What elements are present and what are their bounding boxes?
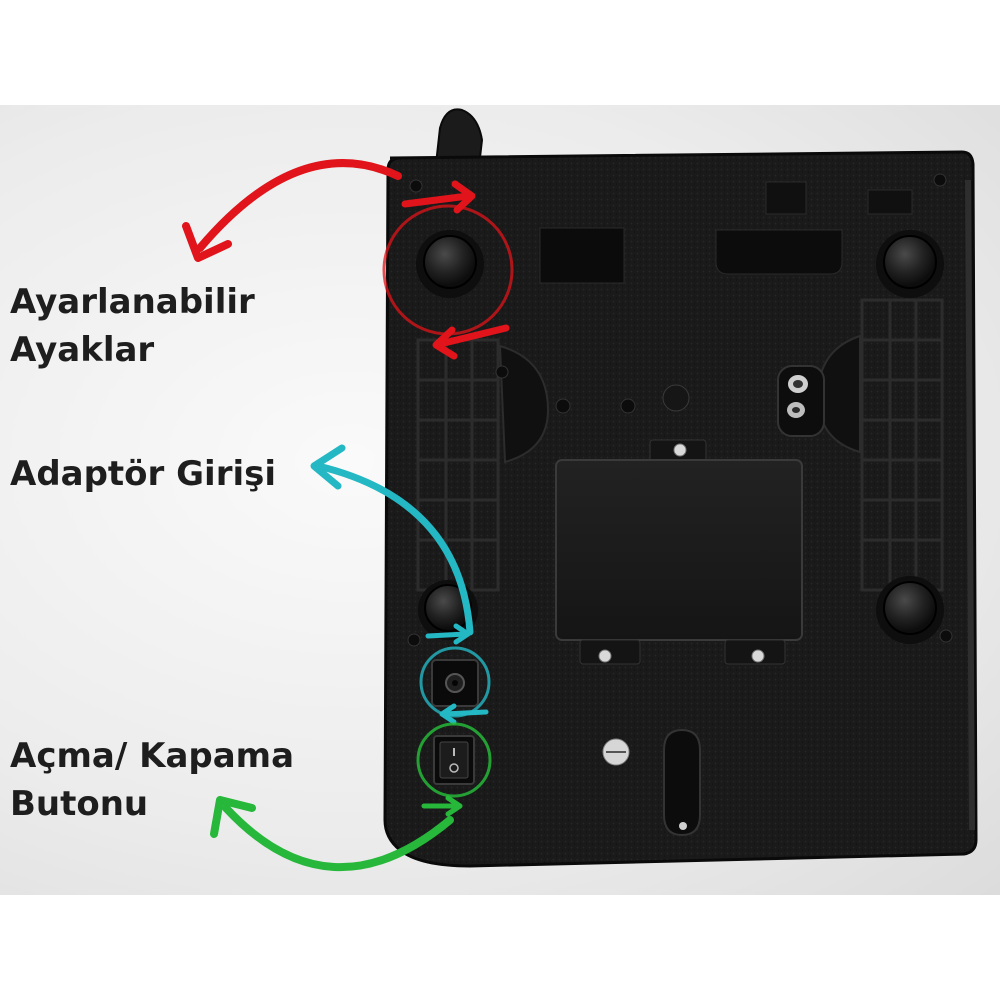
adjustable-feet-label-line2: Ayaklar (10, 330, 155, 370)
power-button-label-line2: Butonu (10, 784, 149, 824)
foot-top-right (876, 230, 944, 298)
adjustable-feet-label: Ayarlanabilir Ayaklar (10, 278, 255, 374)
power-annotation-arrow (210, 722, 492, 872)
right-rib-grid (860, 298, 944, 592)
adapter-input-label-text: Adaptör Girişi (10, 454, 277, 494)
top-recess-right (715, 229, 843, 275)
feet-annotation-arrow (182, 159, 514, 360)
mount-slot-bottom (663, 728, 701, 837)
left-rib-grid (416, 338, 500, 592)
adapter-input-label: Adaptör Girişi (10, 450, 276, 498)
mount-slot-right (777, 365, 825, 437)
power-button-label: Açma/ Kapama Butonu (10, 732, 294, 828)
foot-top-left (416, 230, 484, 298)
foot-bottom-right (876, 576, 944, 644)
tone-selector (602, 738, 630, 766)
adapter-annotation-arrow (310, 444, 491, 725)
battery-cover (555, 439, 803, 665)
top-recess-left (539, 227, 625, 284)
power-switch (433, 735, 475, 785)
adjustable-feet-label-line1: Ayarlanabilir (10, 282, 255, 322)
adapter-jack (431, 659, 479, 707)
power-button-label-line1: Açma/ Kapama (10, 736, 295, 776)
